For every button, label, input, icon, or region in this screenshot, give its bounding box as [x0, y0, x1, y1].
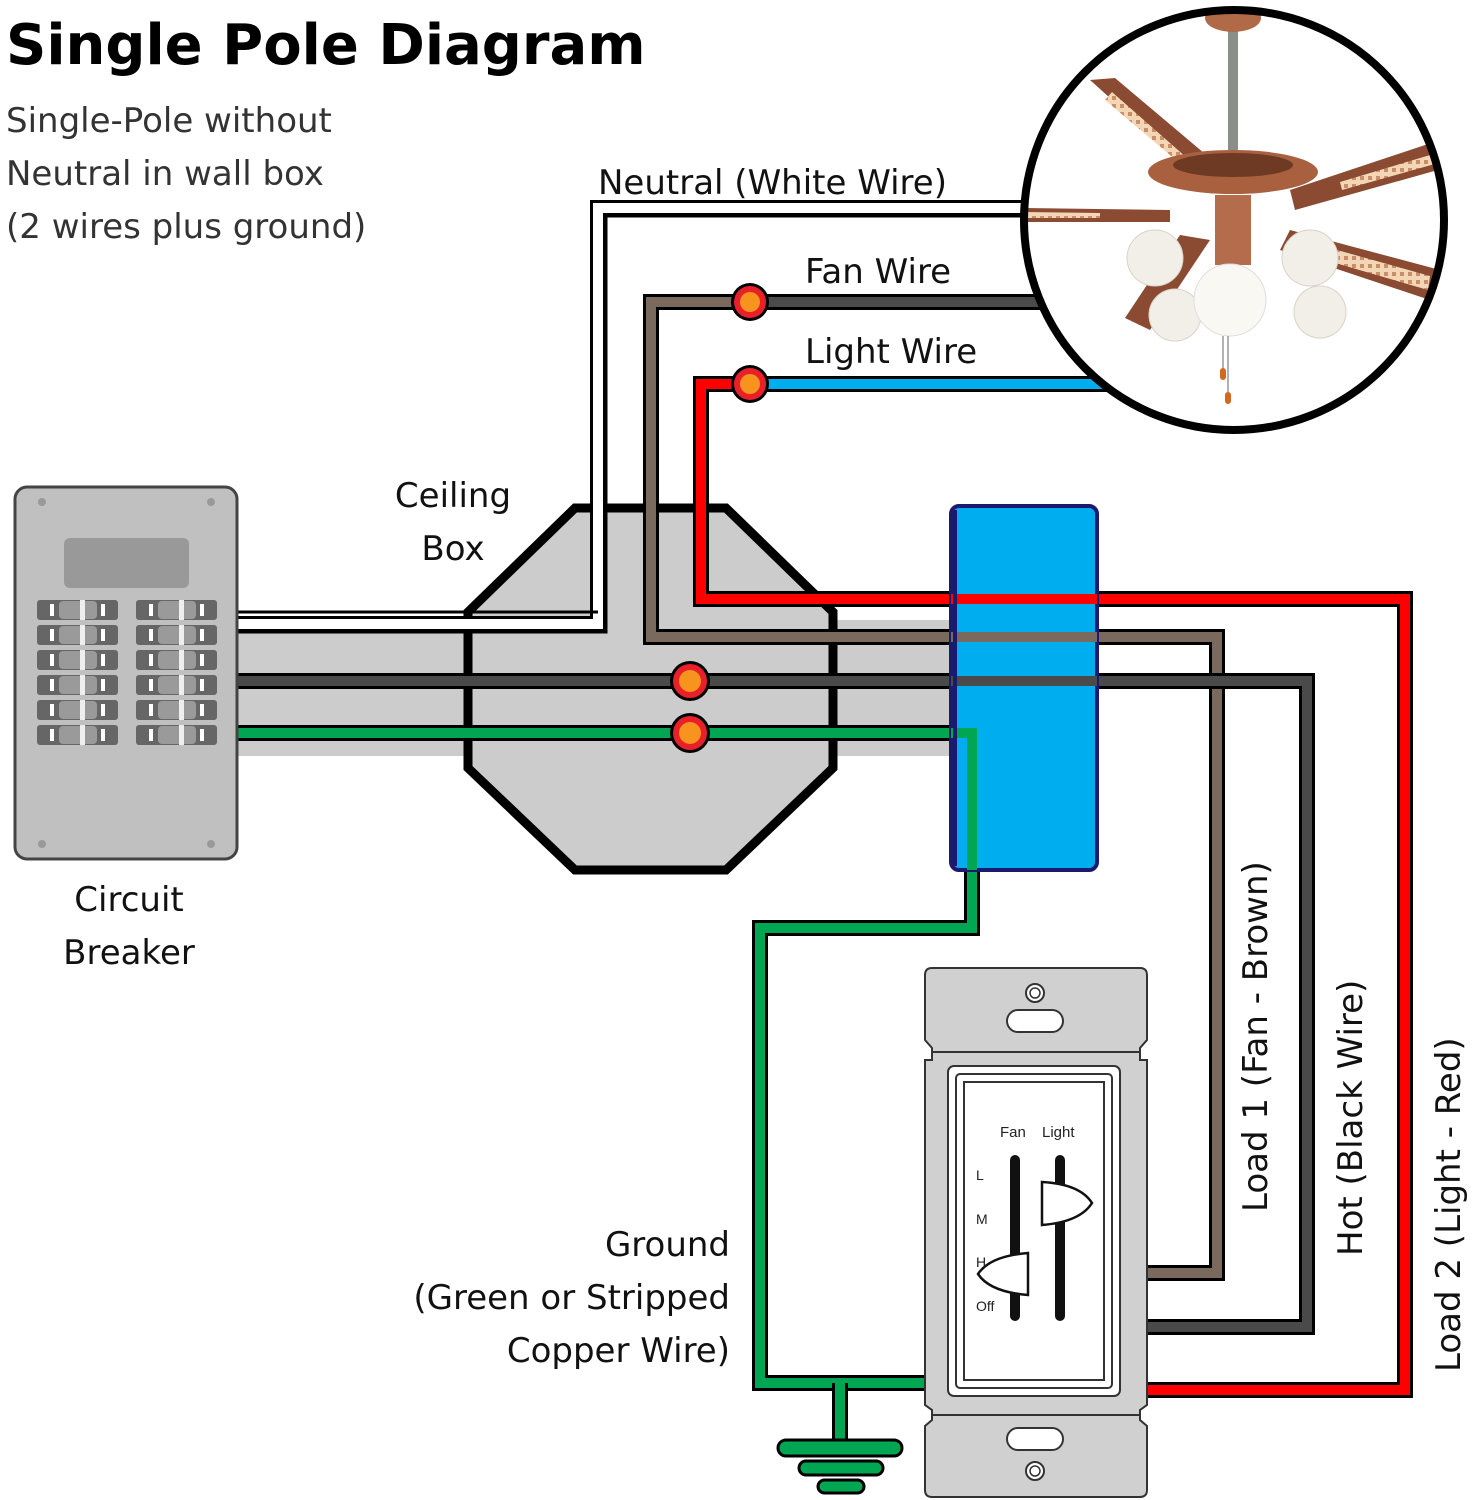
breaker-switch — [136, 600, 217, 620]
ceiling-box-label-1: Ceiling — [395, 476, 511, 516]
breaker-switch — [136, 625, 217, 645]
page-title: Single Pole Diagram — [6, 13, 646, 78]
breaker-switch — [37, 600, 118, 620]
fan-wire-brown — [643, 294, 1225, 1281]
load2-label: Load 2 (Light - Red) — [1429, 1037, 1469, 1372]
light-slider-knob[interactable] — [1040, 1180, 1094, 1227]
breaker-switch — [136, 725, 217, 745]
fan-wire-label: Fan Wire — [805, 252, 951, 292]
circuit-breaker-panel — [13, 485, 239, 861]
ground-symbol-icon — [776, 1438, 904, 1495]
breaker-switch — [37, 700, 118, 720]
wire-connector — [731, 283, 769, 321]
subtitle-line-2: Neutral in wall box — [6, 154, 324, 194]
ground-wire — [238, 725, 980, 1448]
speed-mark-high: H — [976, 1254, 986, 1270]
hot-wire — [238, 673, 1315, 1335]
ground-label-3: Copper Wire) — [507, 1331, 730, 1371]
wire-connector — [731, 365, 769, 403]
fan-slider-knob[interactable] — [976, 1251, 1030, 1297]
ground-label-2: (Green or Stripped — [413, 1278, 730, 1318]
speed-mark-medium: M — [976, 1211, 988, 1227]
breaker-switch — [37, 725, 118, 745]
breaker-switch — [37, 650, 118, 670]
light-wire-label: Light Wire — [805, 332, 977, 372]
breaker-switch — [136, 650, 217, 670]
ground-label-1: Ground — [605, 1225, 730, 1265]
neutral-wire — [238, 200, 1040, 634]
breaker-switch — [136, 675, 217, 695]
wire-connector — [670, 661, 710, 701]
speed-mark-low: L — [976, 1167, 984, 1183]
breaker-label-1: Circuit — [74, 880, 183, 920]
switch-light-label: Light — [1042, 1124, 1075, 1141]
ceiling-fan-image — [1020, 6, 1448, 434]
load1-label: Load 1 (Fan - Brown) — [1236, 861, 1276, 1212]
breaker-switch — [136, 700, 217, 720]
speed-mark-off: Off — [976, 1298, 995, 1314]
breaker-label-2: Breaker — [63, 933, 195, 973]
subtitle-line-3: (2 wires plus ground) — [6, 207, 366, 247]
breaker-switch — [37, 625, 118, 645]
hot-label: Hot (Black Wire) — [1331, 980, 1371, 1256]
neutral-label: Neutral (White Wire) — [598, 163, 947, 203]
switch-fan-label: Fan — [1000, 1124, 1026, 1141]
wire-connector — [670, 713, 710, 753]
subtitle-line-1: Single-Pole without — [6, 101, 332, 141]
fan-light-switch — [924, 967, 1148, 1498]
ceiling-box-label-2: Box — [421, 529, 484, 569]
breaker-switch — [37, 675, 118, 695]
